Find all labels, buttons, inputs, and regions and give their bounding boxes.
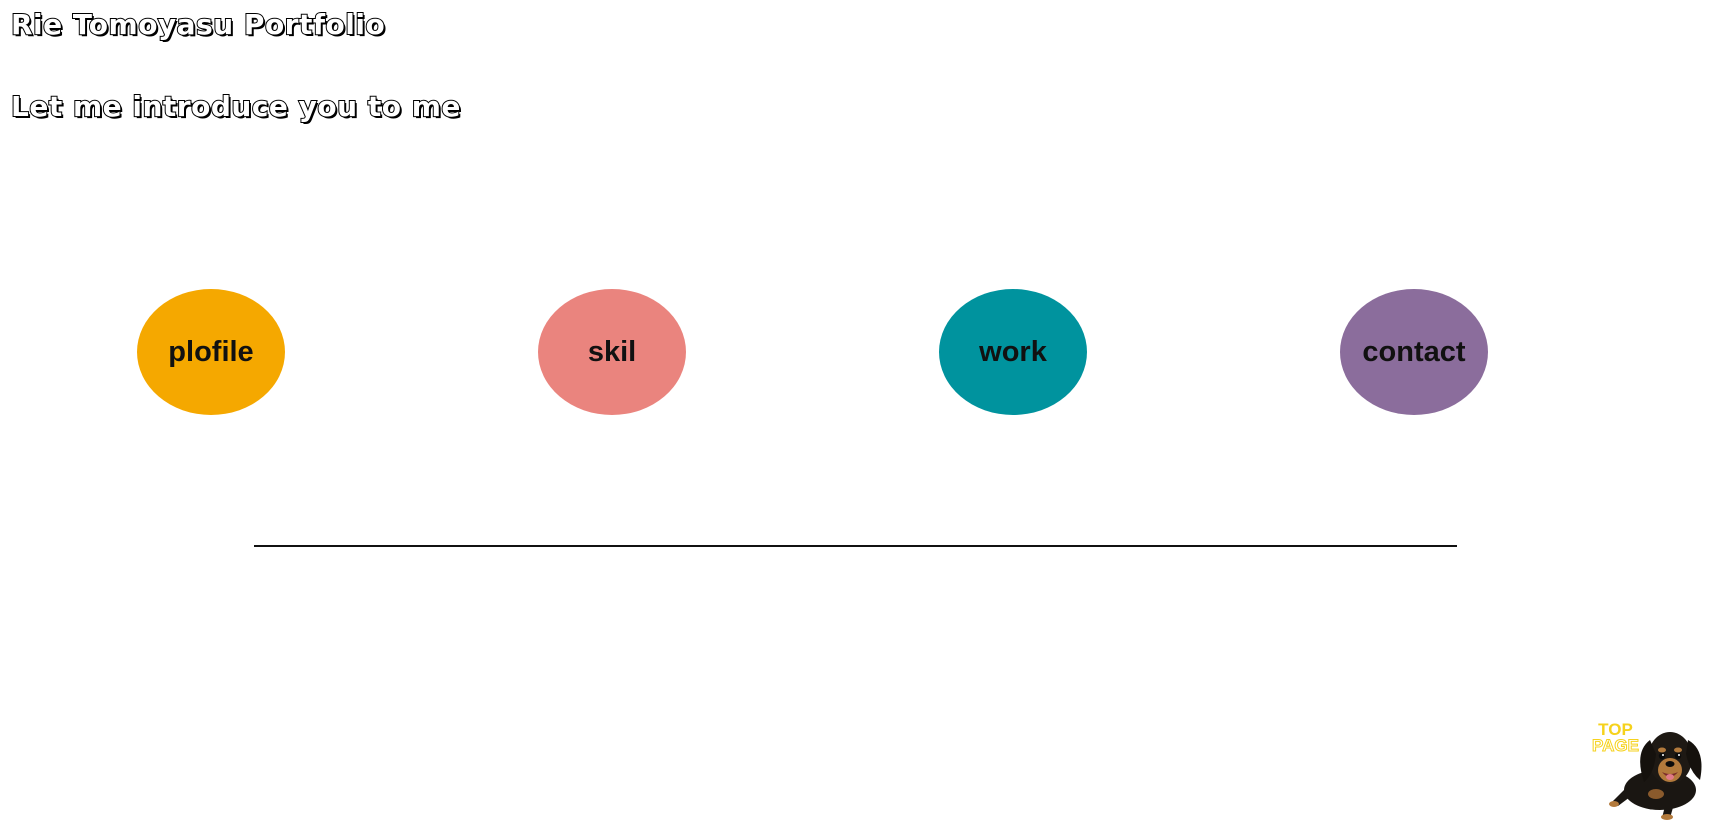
top-label-line1: TOP: [1598, 720, 1633, 739]
nav-contact-button[interactable]: contact: [1340, 289, 1488, 415]
nav-skill-label: skil: [587, 335, 637, 368]
nav-work-label: work: [979, 335, 1047, 368]
nav-profile-label: plofile: [168, 335, 254, 368]
divider-line: [254, 545, 1457, 547]
nav-contact-label: contact: [1362, 335, 1466, 368]
main-nav: plofile skil work contact: [0, 289, 1720, 415]
top-page-button[interactable]: TOP PAGE: [1590, 720, 1710, 820]
site-subtitle: Let me introduce you to me: [10, 89, 461, 124]
top-page-label: TOP PAGE: [1592, 720, 1640, 755]
dachshund-dog-icon: [1609, 732, 1702, 820]
top-label-line2: PAGE: [1592, 736, 1640, 755]
nav-work-button[interactable]: work: [939, 289, 1087, 415]
nav-profile-button[interactable]: plofile: [137, 289, 285, 415]
site-title: Rie Tomoyasu Portfolio: [10, 7, 386, 42]
nav-skill-button[interactable]: skil: [538, 289, 686, 415]
